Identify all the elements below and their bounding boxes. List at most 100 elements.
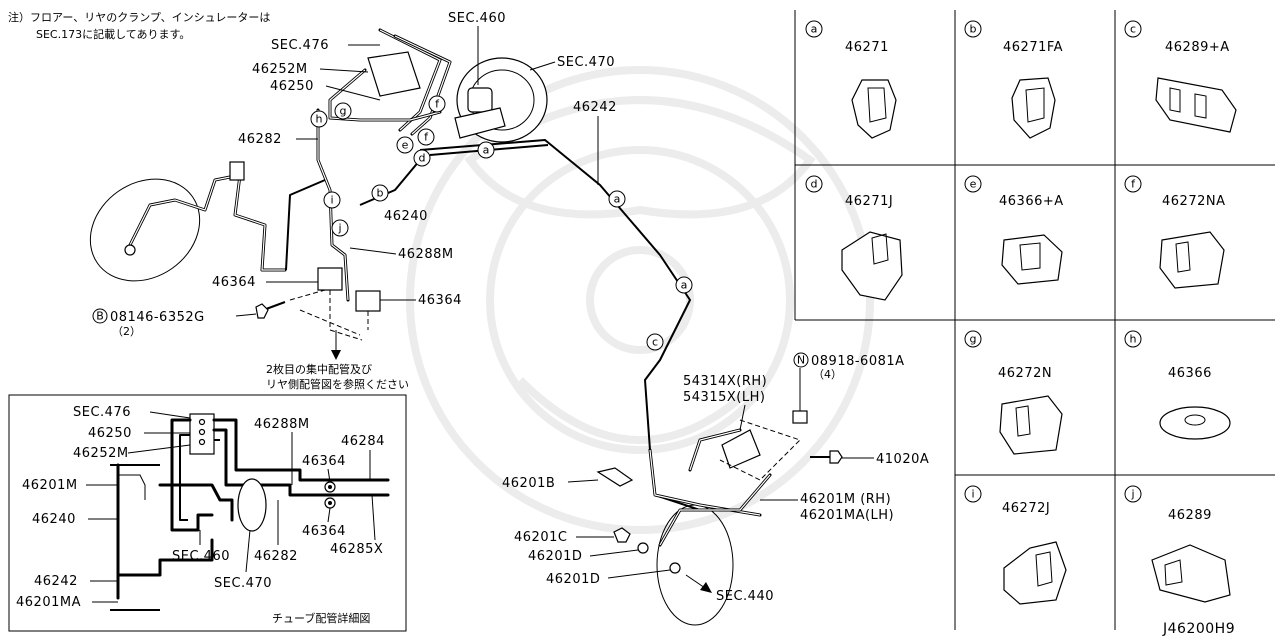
clip-part-b: 46271FA (1003, 40, 1063, 55)
diagram-id: J46200H9 (1162, 621, 1235, 637)
label-bolt-code: 08146-6352G (110, 310, 205, 325)
main-assembly (89, 28, 843, 626)
callout-b: b (371, 184, 389, 202)
clip-cell-i: i 46272J (964, 485, 1067, 605)
label-46252m: 46252M (252, 62, 308, 77)
clip-part-d: 46271J (845, 194, 893, 209)
note-text: 注）フロアー、リヤのクランプ、インシュレーターは SEC.173に記載してありま… (8, 10, 270, 41)
label-46201c: 46201C (514, 530, 567, 545)
callout-f-1: f (428, 95, 446, 113)
clip-cell-h: h 46366 (1124, 330, 1231, 440)
label-46288m: 46288M (398, 247, 454, 262)
svg-text:i: i (971, 488, 974, 501)
connector-46364-a (317, 267, 343, 291)
svg-text:c: c (652, 336, 658, 349)
label-sec440: SEC.440 (716, 589, 774, 604)
svg-text:a: a (811, 23, 818, 36)
clip-cell-b: b 46271FA (964, 20, 1063, 139)
clip-part-a: 46271 (845, 40, 889, 55)
callout-a-3: a (675, 276, 693, 294)
svg-text:h: h (1130, 333, 1137, 346)
label-ref-line-2: リヤ側配管図を参照ください (266, 377, 409, 391)
label-46282: 46282 (238, 132, 282, 147)
svg-text:i: i (330, 194, 333, 207)
clip-cell-c: c 46289+A (1124, 20, 1237, 133)
tube-detail-inset: SEC.476 46250 46252M 46201M 46240 46242 … (8, 394, 407, 632)
clip-cell-a: a 46271 (805, 20, 897, 139)
svg-text:g: g (970, 333, 977, 346)
label-46250: 46250 (270, 79, 314, 94)
label-46242: 46242 (573, 100, 617, 115)
svg-text:a: a (483, 144, 490, 157)
label-41020a: 41020A (876, 452, 929, 467)
label-46364-a: 46364 (212, 275, 256, 290)
connector-46364-b (355, 290, 381, 312)
callout-a-2: a (608, 190, 626, 208)
clip-cell-g: g 46272N (964, 330, 1063, 455)
clip-part-g: 46272N (998, 366, 1052, 381)
clip-cell-d: d 46271J (805, 175, 903, 301)
label-46201ma-lh: 46201MA(LH) (800, 508, 894, 523)
main-labels: SEC.460 SEC.476 SEC.470 46252M 46250 462… (92, 11, 929, 604)
nut-08918 (792, 410, 808, 424)
svg-text:d: d (811, 178, 818, 191)
svg-text:a: a (681, 279, 688, 292)
inset-label-46252m: 46252M (73, 446, 129, 461)
label-54315x: 54315X(LH) (683, 390, 765, 405)
inset-label-46364-a: 46364 (302, 454, 346, 469)
svg-text:h: h (316, 113, 323, 126)
clip-cell-j: j 46289 (1124, 485, 1231, 603)
note-line-1: 注）フロアー、リヤのクランプ、インシュレーターは (8, 10, 270, 24)
label-54314x: 54314X(RH) (683, 374, 767, 389)
clip-table (794, 10, 1275, 630)
abs-actuator (367, 51, 421, 97)
svg-text:e: e (402, 139, 409, 152)
clip-cell-e: e 46366+A (964, 175, 1063, 285)
wheel-area-left (89, 178, 201, 282)
label-bolt-prefix: B (96, 310, 104, 323)
svg-text:j: j (337, 222, 341, 235)
master-cylinder (454, 107, 506, 139)
svg-text:a: a (614, 193, 621, 206)
svg-text:b: b (377, 187, 384, 200)
label-46201b: 46201B (502, 476, 555, 491)
clip-part-i: 46272J (1002, 501, 1050, 516)
label-46201d-a: 46201D (528, 549, 582, 564)
svg-text:b: b (970, 23, 977, 36)
label-bolt-qty: （2） (112, 325, 141, 338)
inset-label-46250: 46250 (88, 426, 132, 441)
inset-label-sec460: SEC.460 (172, 549, 230, 564)
label-nut-qty: （4） (813, 368, 842, 381)
svg-text:c: c (1130, 23, 1136, 36)
callout-h: h (310, 110, 328, 128)
clip-part-j: 46289 (1168, 508, 1212, 523)
inset-label-46288m: 46288M (254, 417, 310, 432)
inset-label-sec476: SEC.476 (73, 405, 131, 420)
callout-d: d (413, 149, 431, 167)
watermark-emblem (406, 66, 874, 534)
callout-g: g (334, 102, 352, 120)
callout-i: i (323, 191, 341, 209)
inset-caption: チューブ配管詳細図 (272, 611, 370, 625)
inset-label-46201ma: 46201MA (16, 595, 81, 610)
callout-a-1: a (477, 141, 495, 159)
inset-label-46201m: 46201M (22, 478, 78, 493)
svg-text:j: j (1130, 488, 1134, 501)
label-nut-code: 08918-6081A (811, 354, 905, 369)
clip-part-h: 46366 (1168, 366, 1212, 381)
clip-cell-f: f 46272NA (1124, 175, 1225, 289)
label-46240: 46240 (384, 209, 428, 224)
callout-f-2: f (417, 128, 435, 146)
label-sec470: SEC.470 (557, 55, 615, 70)
label-46201d-b: 46201D (546, 572, 600, 587)
inset-label-46285x: 46285X (330, 542, 383, 557)
inset-label-46240: 46240 (32, 512, 76, 527)
clip-part-c: 46289+A (1165, 40, 1230, 55)
label-nut-prefix: N (797, 354, 805, 367)
reservoir-tank (467, 87, 493, 113)
svg-text:f: f (424, 131, 429, 144)
label-46364-b: 46364 (418, 293, 462, 308)
label-sec476: SEC.476 (271, 38, 329, 53)
